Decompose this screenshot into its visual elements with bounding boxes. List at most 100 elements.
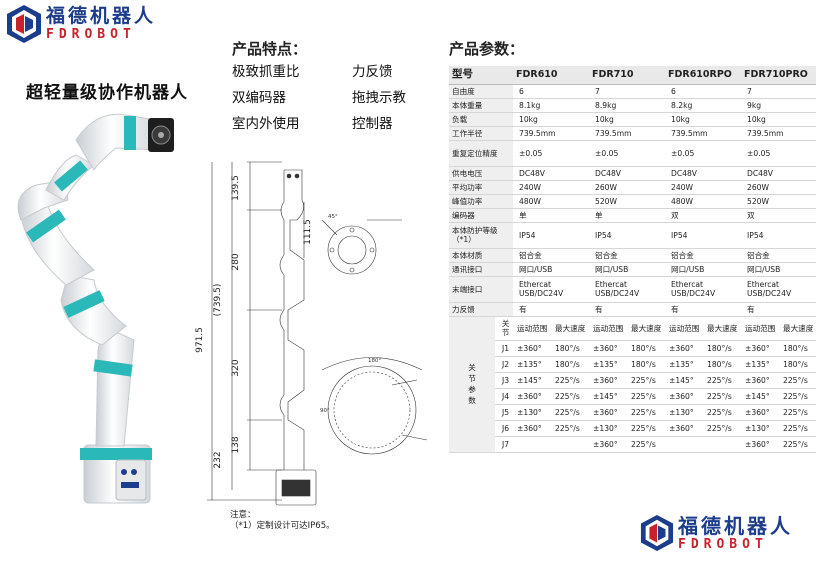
joint-range-cell: ±360°: [589, 372, 627, 389]
joint-range-cell: ±130°: [665, 404, 703, 421]
joint-speed-cell: 180°/s: [703, 356, 741, 373]
joint-row: J4±360°225°/s±145°225°/s±360°225°/s±145°…: [449, 388, 816, 405]
spec-cell: ±0.05: [665, 140, 741, 167]
dim-label: 111.5: [303, 219, 313, 245]
angle-label: 180°: [368, 358, 381, 364]
spec-cell: 7: [741, 84, 816, 99]
joint-range-cell: ±130°: [741, 420, 779, 437]
joint-group-label: 关节参数: [449, 316, 495, 453]
spec-cell: Ethercat USB/DC24V: [741, 276, 816, 303]
joint-name: J1: [495, 340, 513, 357]
spec-row-label: 末端接口: [449, 276, 513, 303]
angle-label: 45°: [328, 214, 338, 220]
joint-name: J7: [495, 436, 513, 453]
spec-cell: 6: [665, 84, 741, 99]
joint-range-cell: ±360°: [665, 420, 703, 437]
joint-speed-cell: 225°/s: [779, 420, 816, 437]
joint-speed-header: 最大速度: [779, 316, 816, 341]
spec-cell: 240W: [665, 180, 741, 195]
spec-cell: 铝合金: [589, 248, 665, 263]
joint-name: J3: [495, 372, 513, 389]
joint-speed-cell: 180°/s: [703, 340, 741, 357]
features-heading: 产品特点：: [232, 40, 308, 58]
joint-speed-header: 最大速度: [703, 316, 741, 341]
spec-cell: 260W: [741, 180, 816, 195]
joint-speed-cell: 225°/s: [779, 388, 816, 405]
feature-item: 力反馈: [352, 64, 393, 80]
spec-cell: 8.2kg: [665, 98, 741, 113]
spec-row-label: 供电电压: [449, 166, 513, 181]
feature-item: 极致抓重比: [232, 64, 300, 80]
joint-speed-header: 最大速度: [551, 316, 589, 341]
joint-range-cell: ±360°: [741, 372, 779, 389]
joint-name: J2: [495, 356, 513, 373]
spec-cell: 480W: [665, 194, 741, 209]
spec-row-label: 力反馈: [449, 302, 513, 317]
joint-header-row: 关节参数关节运动范围最大速度运动范围最大速度运动范围最大速度运动范围最大速度: [449, 316, 816, 453]
spec-cell: 9kg: [741, 98, 816, 113]
joint-range-header: 运动范围: [513, 316, 551, 341]
joint-range-cell: ±360°: [513, 340, 551, 357]
fdrobot-logo-mark-icon: [7, 5, 41, 43]
spec-cell: 有: [665, 302, 741, 317]
joint-range-cell: ±135°: [513, 356, 551, 373]
dim-label: 232: [213, 451, 223, 468]
dim-label: 138: [231, 436, 241, 453]
joint-speed-cell: [551, 436, 589, 453]
spec-cell: 8.1kg: [513, 98, 589, 113]
spec-cell: 单: [513, 208, 589, 223]
spec-row-label: 本体重量: [449, 98, 513, 113]
joint-speed-cell: 225°/s: [779, 404, 816, 421]
spec-cell: 480W: [513, 194, 589, 209]
feature-item: 室内外使用: [232, 116, 300, 132]
robot-arm-image: [17, 113, 174, 504]
joint-range-cell: ±135°: [589, 356, 627, 373]
joint-speed-cell: 225°/s: [551, 404, 589, 421]
spec-cell: 7: [589, 84, 665, 99]
spec-cell: ±0.05: [513, 140, 589, 167]
spec-header-model: FDR610RPO: [665, 66, 741, 85]
joint-range-cell: ±360°: [741, 340, 779, 357]
joint-name: J5: [495, 404, 513, 421]
joint-row: J5±130°225°/s±360°225°/s±130°225°/s±360°…: [449, 404, 816, 421]
spec-row-label: 负载: [449, 112, 513, 127]
spec-cell: 单: [589, 208, 665, 223]
spec-row-label: 通讯接口: [449, 262, 513, 277]
joint-speed-cell: 180°/s: [551, 356, 589, 373]
spec-cell: DC48V: [741, 166, 816, 181]
joint-name: J6: [495, 420, 513, 437]
joint-speed-cell: 225°/s: [627, 372, 665, 389]
spec-row-label: 平均功率: [449, 180, 513, 195]
spec-cell: 10kg: [513, 112, 589, 127]
joint-speed-cell: 225°/s: [703, 420, 741, 437]
spec-heading: 产品参数：: [449, 40, 525, 58]
spec-table: 型号 FDR610 FDR710 FDR610RPO FDR710PRO 自由度…: [449, 66, 816, 453]
feature-item: 拖拽示教: [352, 90, 406, 106]
spec-cell: ±0.05: [589, 140, 665, 167]
joint-range-cell: ±145°: [589, 388, 627, 405]
spec-cell: 铝合金: [665, 248, 741, 263]
joint-col-label: 关节: [495, 316, 513, 341]
joint-range-cell: ±145°: [741, 388, 779, 405]
dim-label: 139.5: [231, 175, 241, 201]
spec-row: 重复定位精度±0.05±0.05±0.05±0.05: [449, 140, 816, 167]
joint-row: J7±360°225°/s±360°225°/s: [449, 436, 816, 453]
spec-cell: 铝合金: [513, 248, 589, 263]
joint-speed-cell: 180°/s: [627, 340, 665, 357]
spec-row: 力反馈有有有有: [449, 302, 816, 317]
spec-row-label: 工作半径: [449, 126, 513, 141]
spec-cell: 6: [513, 84, 589, 99]
spec-cell: 网口/USB: [741, 262, 816, 277]
joint-speed-cell: [703, 436, 741, 453]
dim-label: 320: [231, 359, 241, 376]
spec-row-label: 自由度: [449, 84, 513, 99]
spec-cell: IP54: [513, 222, 589, 249]
